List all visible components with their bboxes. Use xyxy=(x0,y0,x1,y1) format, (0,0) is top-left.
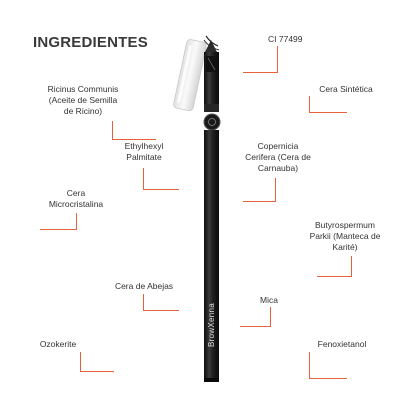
ingredient-copernicia-line-1: Copernicia xyxy=(257,141,299,151)
connector-ozokerite-horizontal xyxy=(80,371,114,372)
ingredient-ozokerite: Ozokerite xyxy=(30,339,86,350)
ingredient-cera-sintetica-line-1: Cera Sintética xyxy=(319,84,373,94)
ingredient-ricinus-line-3: de Ricino) xyxy=(63,106,103,116)
brand-logo: BrowXenna xyxy=(207,302,216,347)
connector-butyrospermum-vertical xyxy=(351,256,352,276)
ingredient-butyrospermum: Butyrospermum Parkii (Manteca de Karité) xyxy=(302,220,388,253)
page-title: INGREDIENTES xyxy=(33,34,148,51)
connector-ethylhexyl-horizontal xyxy=(143,189,179,190)
ingredient-ricinus-line-2: (Aceite de Semilla xyxy=(48,95,118,105)
ingredient-microcristalina: Cera Microcristalina xyxy=(30,188,122,210)
ingredient-ci: CI 77499 xyxy=(268,34,303,45)
connector-copernicia-vertical xyxy=(275,178,276,202)
connector-abejas-horizontal xyxy=(143,310,179,311)
ingredient-copernicia-line-3: Carnauba) xyxy=(257,163,299,173)
ingredient-ci-line-1: CI 77499 xyxy=(268,34,303,44)
ingredient-copernicia-line-2: Cerifera (Cera de xyxy=(245,152,311,162)
connector-ricinus-horizontal xyxy=(112,139,156,140)
connector-abejas-vertical xyxy=(143,294,144,310)
connector-cera-sintetica-horizontal xyxy=(309,112,347,113)
connector-ci-vertical xyxy=(277,46,278,72)
pencil-cap xyxy=(173,39,207,112)
ingredient-butyrospermum-line-1: Butyrospermum xyxy=(315,220,375,230)
connector-ricinus-vertical xyxy=(112,121,113,139)
ingredient-butyrospermum-line-3: Karité) xyxy=(332,242,358,252)
ingredient-ricinus-line-1: Ricinus Communis xyxy=(47,84,119,94)
ingredient-ethylhexyl-line-1: Ethylhexyl xyxy=(124,141,164,151)
ingredient-abejas-line-1: Cera de Abejas xyxy=(114,281,174,291)
connector-ci-horizontal xyxy=(243,72,278,73)
ingredient-ethylhexyl: Ethylhexyl Palmitate xyxy=(116,141,172,163)
connector-ethylhexyl-vertical xyxy=(143,168,144,189)
connector-microcristalina-vertical xyxy=(76,213,77,229)
connector-fenoxietanol-vertical xyxy=(309,352,310,379)
ingredient-ricinus: Ricinus Communis (Aceite de Semilla de R… xyxy=(30,84,136,117)
ingredient-cera-sintetica: Cera Sintética xyxy=(310,84,382,95)
connector-mica-vertical xyxy=(270,307,271,326)
ingredient-butyrospermum-line-2: Parkii (Manteca de xyxy=(309,231,381,241)
ingredient-fenoxietanol: Fenoxietanol xyxy=(306,339,378,350)
ingredient-microcristalina-line-2: Microcristalina xyxy=(48,199,104,209)
ingredient-microcristalina-line-1: Cera xyxy=(66,188,86,198)
connector-cera-sintetica-vertical xyxy=(309,96,310,112)
ingredient-mica-line-1: Mica xyxy=(260,295,278,305)
connector-ozokerite-vertical xyxy=(80,352,81,371)
connector-fenoxietanol-horizontal xyxy=(309,378,347,379)
ingredient-abejas: Cera de Abejas xyxy=(106,281,182,292)
connector-microcristalina-horizontal xyxy=(40,229,77,230)
connector-mica-horizontal xyxy=(240,326,271,327)
connector-butyrospermum-horizontal xyxy=(317,276,352,277)
connector-copernicia-horizontal xyxy=(243,201,276,202)
ingredient-fenoxietanol-line-1: Fenoxietanol xyxy=(317,339,367,349)
ingredient-ethylhexyl-line-2: Palmitate xyxy=(126,152,162,162)
ingredient-mica: Mica xyxy=(252,295,286,306)
ingredient-ozokerite-line-1: Ozokerite xyxy=(39,339,77,349)
ingredient-copernicia: Copernicia Cerifera (Cera de Carnauba) xyxy=(240,141,316,174)
